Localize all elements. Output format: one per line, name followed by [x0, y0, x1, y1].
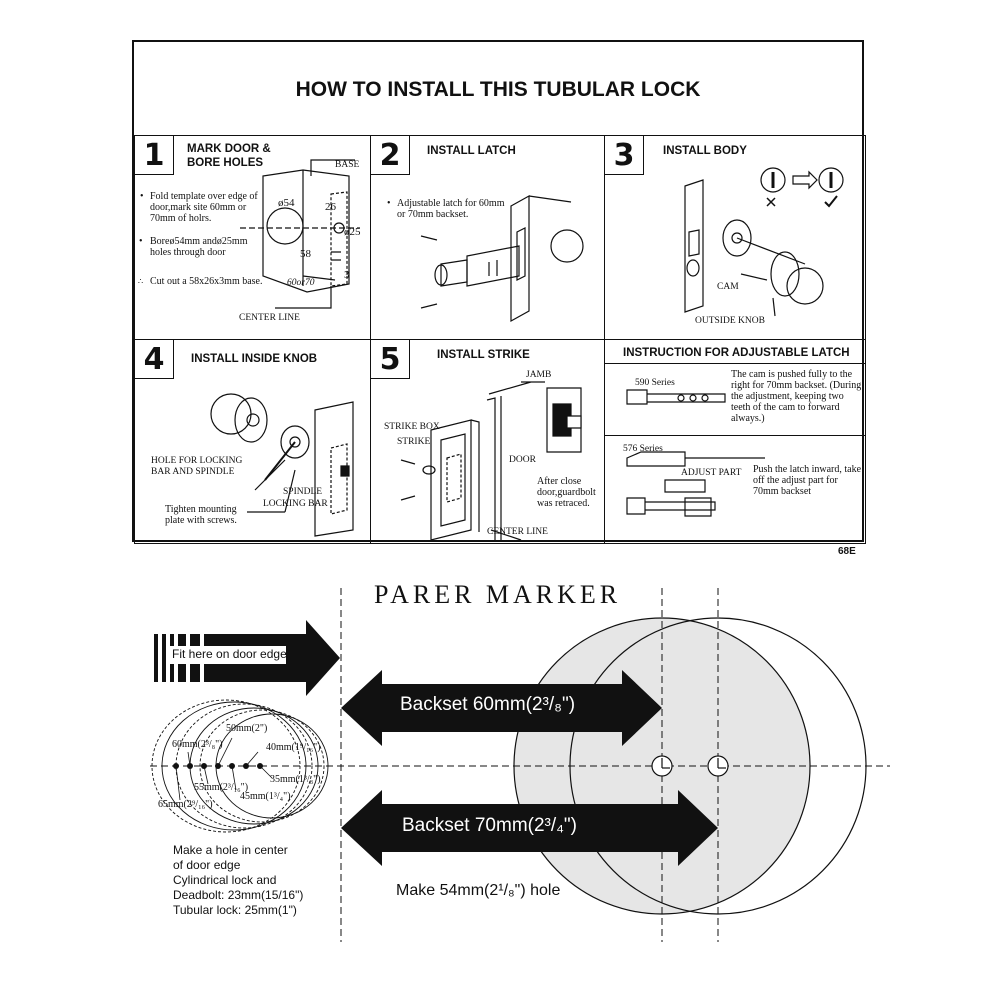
adjustable-latch-panel: INSTRUCTION FOR ADJUSTABLE LATCH 590 Ser…	[604, 339, 866, 544]
step-note: • Fold template over edge of door,mark s…	[140, 191, 258, 224]
step-title: INSTALL INSIDE KNOB	[191, 353, 318, 365]
size-label-45: 45mm(1³/₄")	[240, 791, 291, 802]
strike-label: STRIKE	[397, 437, 431, 447]
fit-here-arrow	[154, 620, 340, 696]
hole-54-label: Make 54mm(2¹/₈") hole	[396, 882, 561, 899]
strike-illustration	[400, 381, 582, 541]
dimension-label: 60or70	[287, 278, 315, 288]
outside-knob-label: OUTSIDE KNOB	[695, 316, 765, 326]
cam-label: CAM	[717, 282, 739, 292]
step-number: 4	[134, 339, 174, 379]
strike-box-label: STRIKE BOX	[384, 422, 440, 432]
template-heading: PARER MARKER	[374, 580, 622, 609]
step-number: 1	[134, 135, 174, 175]
hole-note: Make a hole in center of door edge Cylin…	[173, 843, 304, 917]
backset-70-label: Backset 70mm(2³/₄")	[402, 815, 577, 836]
adjust-part-label: ADJUST PART	[681, 468, 742, 478]
instruction-sheet: HOW TO INSTALL THIS TUBULAR LOCK 1 MARK …	[132, 40, 866, 544]
latch-illustration	[420, 194, 584, 323]
size-label-65: 65mm(2⁹/₁₆")	[158, 799, 213, 810]
sheet-title: HOW TO INSTALL THIS TUBULAR LOCK	[295, 78, 701, 101]
step-note: Tighten mounting plate with screws.	[165, 504, 237, 526]
sheet-code: 68E	[838, 546, 856, 557]
backset-70-arrow	[341, 790, 718, 866]
step-number: 2	[370, 135, 410, 175]
step-number: 3	[604, 135, 644, 175]
door-label: DOOR	[509, 455, 536, 465]
body-illustration	[684, 167, 844, 317]
fit-here-label: Fit here on door edge	[172, 647, 287, 661]
base-label: BASE	[335, 160, 360, 170]
step-note: After close door,guardbolt was retraced.	[537, 476, 596, 509]
step-5-panel: 5 INSTALL STRIKE JAMB STRIKE BOX STRIKE …	[370, 339, 605, 544]
series-label: 576 Series	[623, 444, 663, 454]
spindle-label: SPINDLE	[283, 487, 323, 497]
dimension-label: 3	[344, 269, 350, 281]
step-title: MARK DOOR &BORE HOLES	[187, 143, 271, 169]
inside-knob-illustration	[210, 393, 354, 537]
instruction-text: Push the latch inward, take off the adju…	[753, 464, 862, 497]
backset-60-label: Backset 60mm(2³/₈")	[400, 694, 576, 715]
backset-60-arrow	[341, 670, 662, 746]
step-title: INSTALL BODY	[663, 145, 747, 157]
step-note: ∴ Cut out a 58x26x3mm base.	[138, 276, 263, 287]
dimension-label: ø54	[278, 197, 295, 209]
dimension-label: 26	[325, 201, 336, 213]
step-2-panel: 2 INSTALL LATCH • Adjustable latch for 6…	[370, 135, 605, 340]
step-note: • Boreø54mm andø25mm holes through door	[139, 236, 248, 258]
panel-title: INSTRUCTION FOR ADJUSTABLE LATCH	[623, 347, 850, 359]
size-label-60: 60mm(2³/₈")	[172, 739, 223, 750]
adjustable-latch-illustration	[626, 389, 765, 517]
step-note: • Adjustable latch for 60mm or 70mm back…	[387, 198, 505, 220]
size-label-35: 35mm(1³/₈")	[270, 774, 321, 785]
step-4-panel: 4 INSTALL INSIDE KNOB HOLE FOR LOCKING B…	[134, 339, 371, 544]
center-line-label: CENTER LINE	[239, 313, 300, 323]
jamb-label: JAMB	[526, 370, 552, 380]
step-1-panel: 1 MARK DOOR &BORE HOLES • Fold template …	[134, 135, 371, 340]
door-bore-illustration	[240, 159, 360, 309]
size-label-55: 55mm(2³/₁₆")	[194, 782, 249, 793]
dimension-label: 58	[300, 248, 311, 260]
size-label-50: 50mm(2")	[226, 723, 268, 734]
hole-label: HOLE FOR LOCKING BAR AND SPINDLE	[151, 456, 243, 477]
instruction-text: The cam is pushed fully to the right for…	[731, 369, 862, 424]
series-label: 590 Series	[635, 378, 675, 388]
size-label-40: 40mm(1⁹/₁₆")	[266, 742, 321, 753]
step-title: INSTALL LATCH	[427, 145, 516, 157]
step-number: 5	[370, 339, 410, 379]
dimension-label: ø25	[344, 226, 361, 238]
step-title: INSTALL STRIKE	[437, 349, 530, 361]
center-line-label: CENTER LINE	[487, 527, 548, 537]
locking-bar-label: LOCKING BAR	[263, 499, 328, 509]
